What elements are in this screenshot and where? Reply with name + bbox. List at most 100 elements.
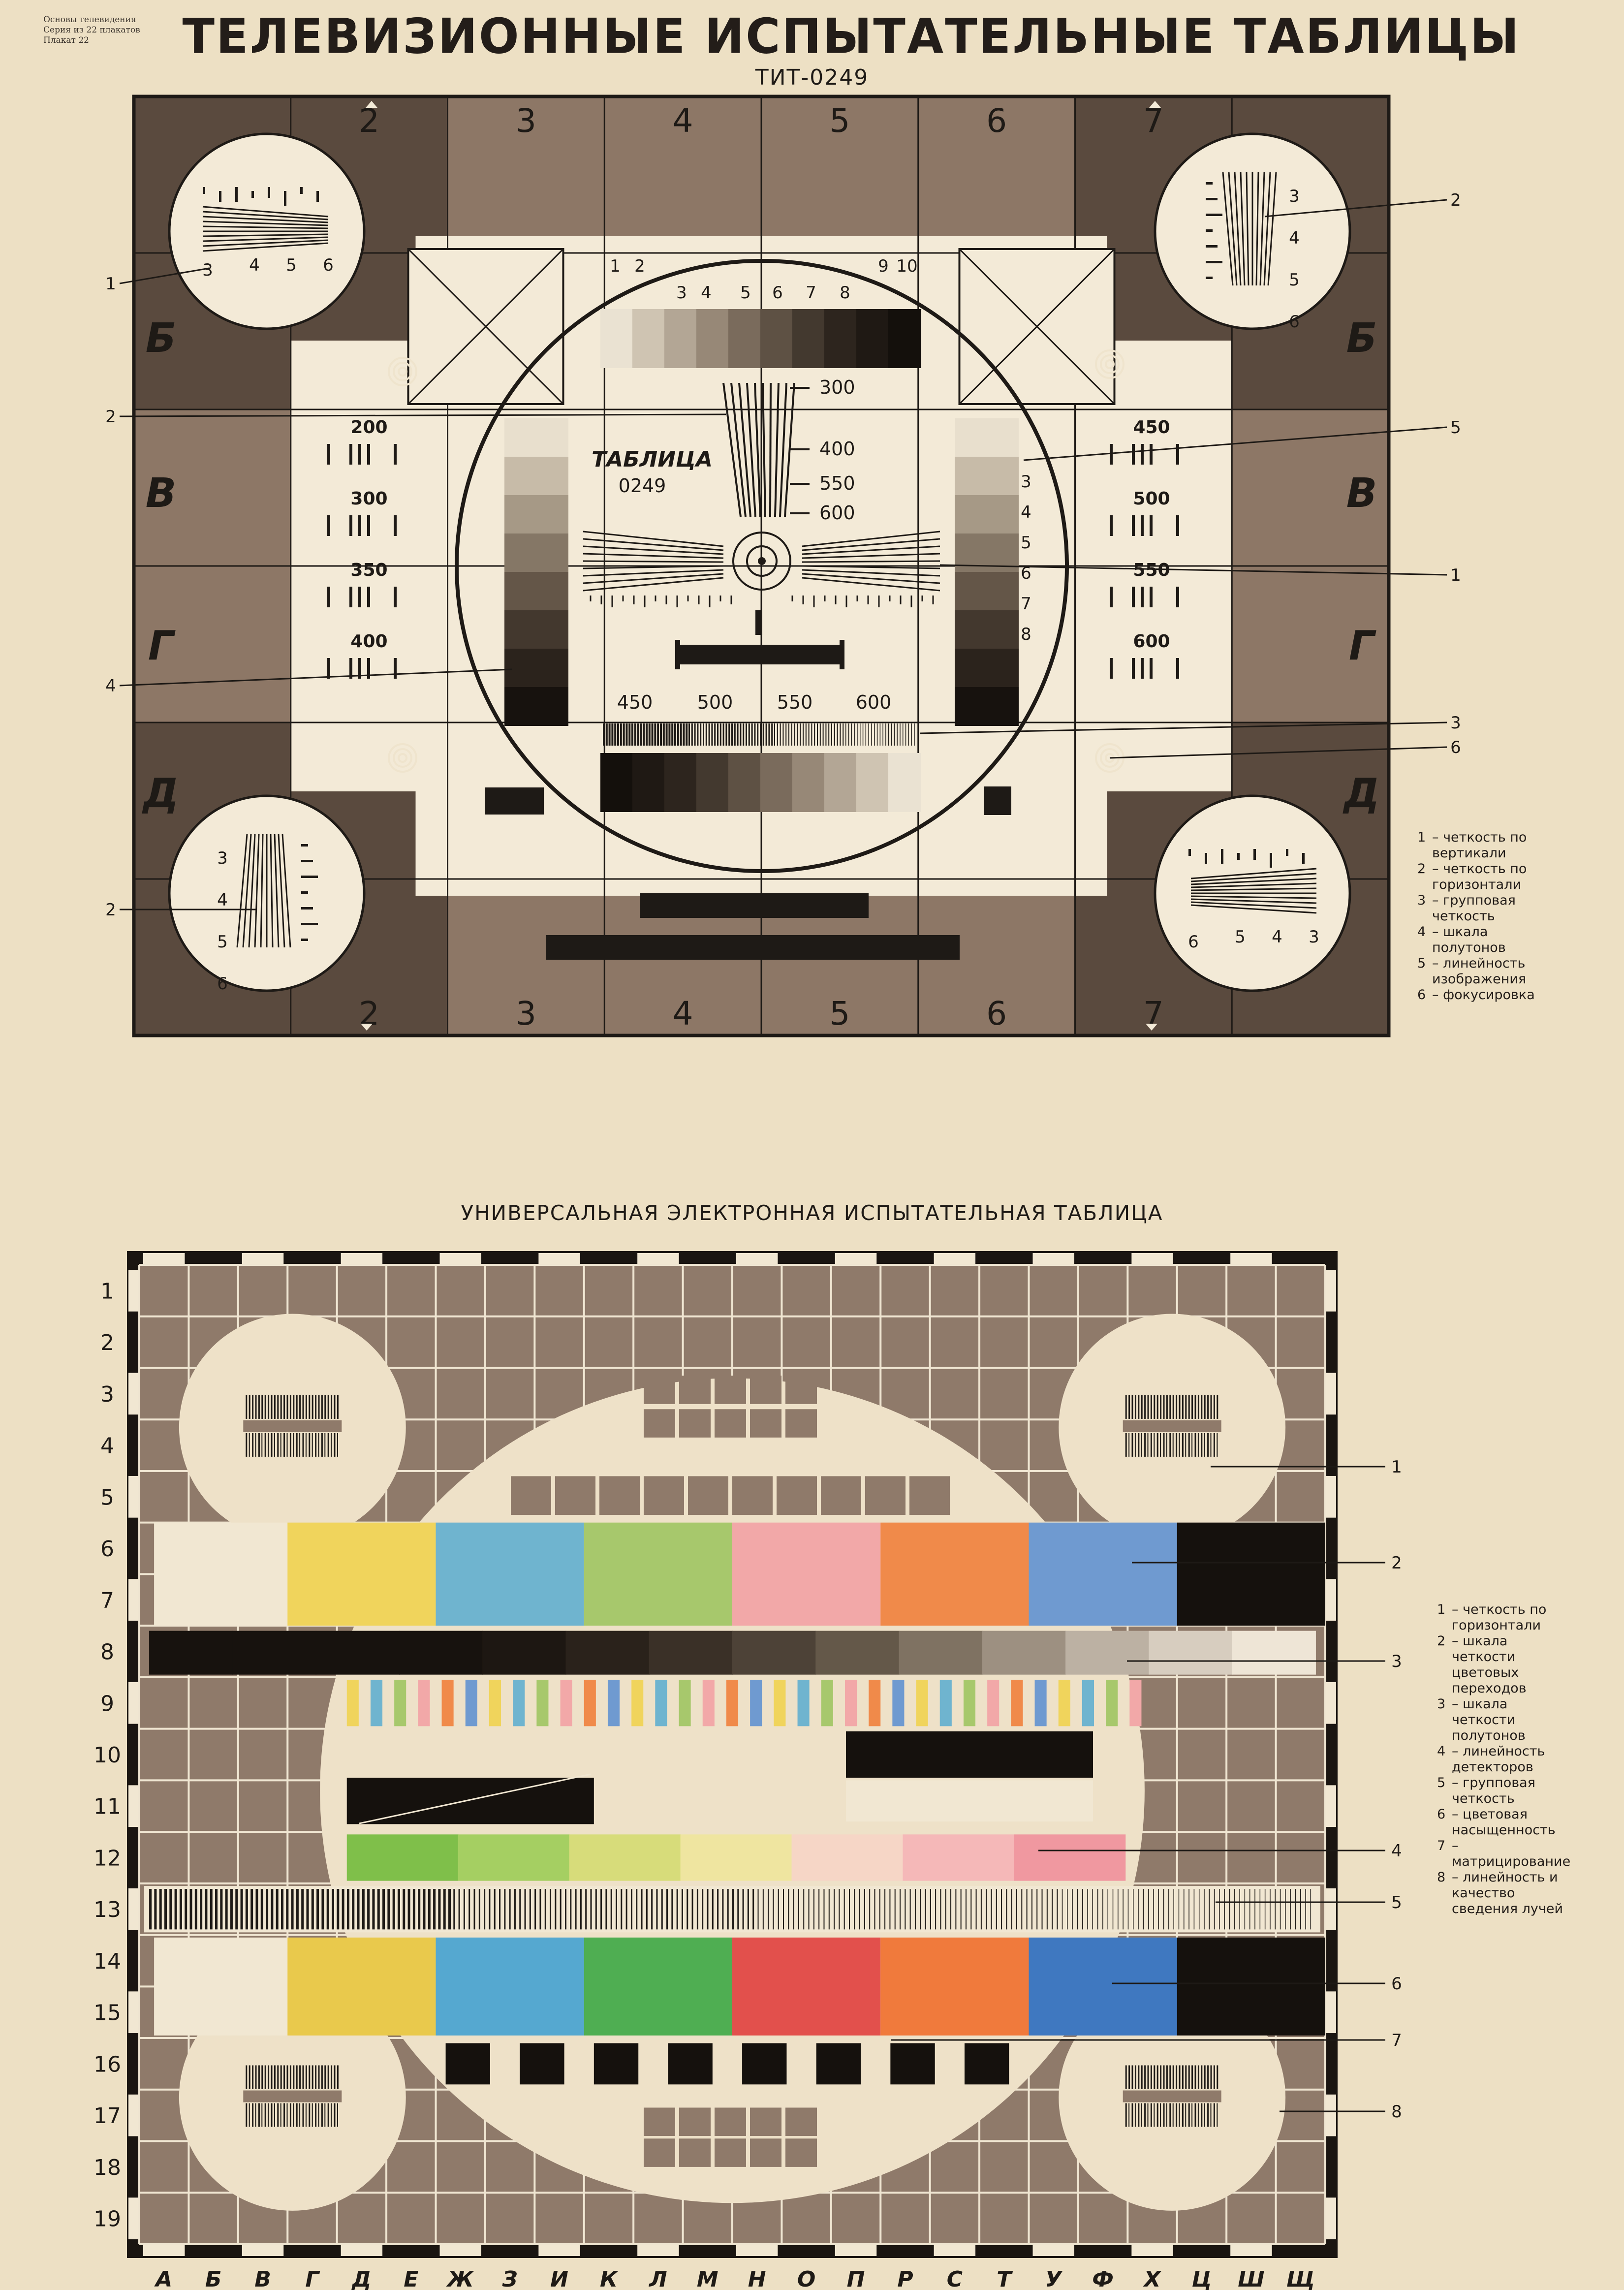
grayscale-step — [982, 1631, 1066, 1675]
row-number: 9 — [100, 1691, 114, 1716]
fine-line — [823, 1889, 825, 1930]
fine-line — [854, 723, 855, 746]
fine-line — [1052, 1889, 1053, 1930]
h-resolution-line — [802, 573, 940, 584]
callout-number: 4 — [1391, 1841, 1402, 1861]
corner-number: 5 — [1235, 927, 1246, 947]
resolution-line — [305, 1433, 307, 1457]
arrow-marker — [1149, 101, 1161, 108]
transition-stripe — [560, 1680, 572, 1726]
border-square — [128, 1888, 138, 1930]
resolution-line — [1197, 1395, 1199, 1419]
fine-line — [732, 1889, 734, 1930]
fine-line — [874, 723, 875, 746]
resolution-line — [302, 2065, 304, 2089]
fine-line — [316, 1889, 319, 1930]
border-square — [1131, 2245, 1173, 2256]
transition-stripe — [513, 1680, 525, 1726]
fine-line — [654, 723, 656, 746]
resolution-line — [1197, 2103, 1199, 2127]
series-line: Основы телевидения — [43, 15, 136, 25]
fine-line — [1310, 1889, 1312, 1930]
fine-line — [590, 1889, 592, 1930]
grayscale-number: 6 — [772, 283, 783, 303]
resolution-line — [1154, 1395, 1156, 1419]
fine-line — [611, 723, 614, 746]
callout-number: 2 — [1450, 190, 1461, 210]
colour-bar — [584, 1522, 732, 1626]
fine-line — [935, 1889, 937, 1930]
column-letter: Б — [205, 2267, 222, 2290]
resolution-line — [261, 2065, 263, 2089]
column-letter: Г — [305, 2267, 320, 2290]
callout-number: 1 — [1450, 565, 1461, 585]
resolution-line — [252, 2065, 254, 2089]
column-number: 6 — [986, 995, 1007, 1033]
border-square — [242, 1253, 284, 1264]
border-square — [1326, 1888, 1336, 1930]
top-box — [909, 1476, 950, 1515]
fine-line — [1123, 1889, 1124, 1930]
transition-stripe — [821, 1680, 833, 1726]
corner-wedge-line — [1190, 898, 1317, 904]
row-number: 5 — [100, 1485, 114, 1510]
group-line — [1176, 444, 1179, 465]
fine-line — [149, 1889, 152, 1930]
resolution-line — [264, 1395, 266, 1419]
border-square — [439, 2245, 481, 2256]
black-bar — [679, 645, 842, 664]
top-box — [555, 1476, 595, 1515]
fine-line — [845, 723, 846, 746]
fine-line — [1036, 1889, 1038, 1930]
resolution-line — [1125, 2103, 1127, 2127]
border-square — [128, 2197, 138, 2239]
fine-line — [757, 1889, 759, 1930]
fine-line — [1305, 1889, 1306, 1930]
column-letter: Щ — [1286, 2267, 1315, 2290]
corner-wedge-line — [274, 834, 280, 948]
fine-line — [757, 723, 759, 746]
resolution-line — [258, 2065, 260, 2089]
bottom-box — [644, 2138, 675, 2167]
fine-line — [1153, 1889, 1154, 1930]
fine-line — [570, 1889, 572, 1930]
legend-text: – линейность детекторов — [1452, 1744, 1545, 1775]
fine-line — [854, 1889, 855, 1930]
h-resolution-line — [583, 573, 724, 584]
fine-line — [665, 723, 668, 746]
resolution-line — [1156, 2103, 1158, 2127]
resolution-line — [261, 1395, 263, 1419]
fine-line — [1026, 1889, 1028, 1930]
tick — [1188, 849, 1191, 856]
resolution-line — [299, 2065, 301, 2089]
fine-line — [975, 1889, 977, 1930]
resolution-line — [1144, 2065, 1146, 2089]
resolution-line — [1156, 1395, 1158, 1419]
resolution-line — [286, 1395, 288, 1419]
fine-line — [1249, 1889, 1250, 1930]
tick — [1253, 849, 1256, 860]
vertical-grayscale — [955, 649, 1019, 688]
resolution-line — [1182, 1433, 1184, 1457]
column-letter: Н — [748, 2267, 766, 2290]
border-square — [1230, 2245, 1272, 2256]
legend-number: 1 — [1437, 1602, 1446, 1617]
border-square — [128, 1991, 138, 2034]
corner-wedge-line — [202, 211, 329, 220]
corner-bar — [1123, 1420, 1221, 1432]
resolution-line — [1176, 2065, 1178, 2089]
h-resolution-label: 450 — [617, 691, 653, 713]
resolution-line — [1169, 2065, 1171, 2089]
resolution-line — [1160, 1433, 1161, 1457]
resolution-line — [1204, 1395, 1206, 1419]
top-box — [750, 1409, 781, 1438]
column-letter: А — [154, 2267, 172, 2290]
fine-line — [640, 723, 642, 746]
transition-stripe — [987, 1680, 999, 1726]
border-square — [538, 1253, 580, 1264]
grayscale-step — [1149, 1631, 1233, 1675]
tick — [251, 191, 254, 198]
fine-line — [625, 1889, 627, 1930]
black-bar — [1177, 1937, 1325, 2036]
group-line — [358, 658, 361, 679]
